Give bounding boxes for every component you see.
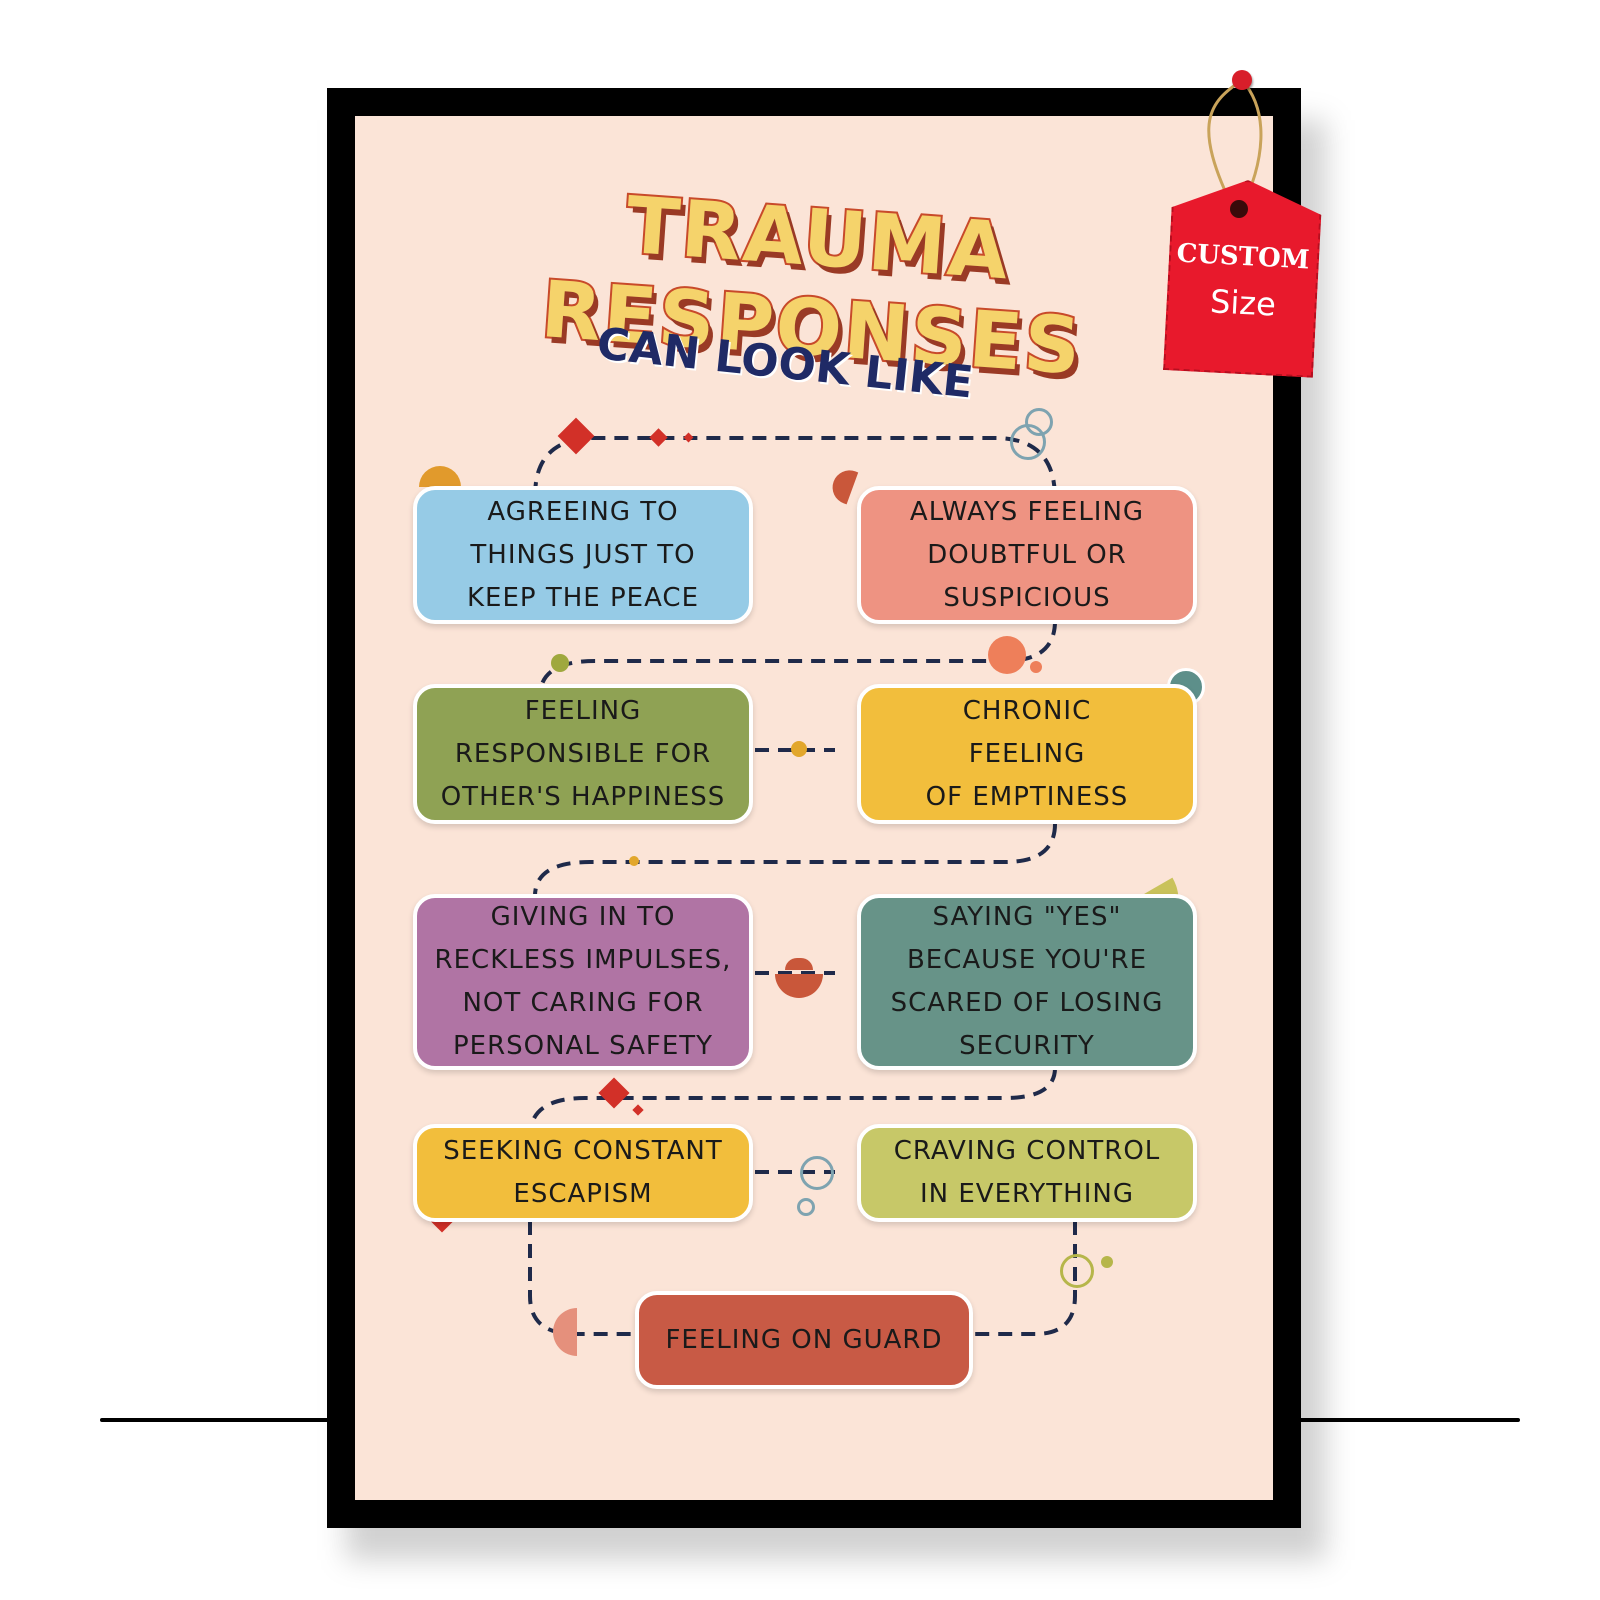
- tag-line-2: Size: [1209, 282, 1277, 324]
- half-circle-deco: [785, 958, 813, 970]
- pin-icon: [1232, 70, 1252, 90]
- ring-deco: [800, 1156, 834, 1190]
- ring-deco: [797, 1198, 815, 1216]
- ring-deco: [1025, 408, 1053, 436]
- response-text: FEELING RESPONSIBLE FOR OTHER'S HAPPINES…: [440, 695, 726, 812]
- custom-size-tag: CUSTOM Size: [1140, 62, 1340, 402]
- floor-shadow-right: [1290, 1418, 1520, 1422]
- circle-deco: [629, 856, 639, 866]
- response-text: ALWAYS FEELING DOUBTFUL OR SUSPICIOUS: [909, 496, 1145, 613]
- response-box-3: FEELING RESPONSIBLE FOR OTHER'S HAPPINES…: [413, 684, 753, 824]
- circle-deco: [1030, 661, 1042, 673]
- circle-deco: [1101, 1256, 1113, 1268]
- circle-deco: [988, 636, 1026, 674]
- response-text: GIVING IN TO RECKLESS IMPULSES, NOT CARI…: [434, 902, 732, 1061]
- tag-hole-icon: [1230, 200, 1248, 218]
- response-text: CHRONIC FEELING OF EMPTINESS: [925, 695, 1129, 812]
- ring-deco: [1060, 1254, 1094, 1288]
- circle-deco: [551, 654, 569, 672]
- response-box-1: AGREEING TO THINGS JUST TO KEEP THE PEAC…: [413, 486, 753, 624]
- half-circle-deco: [419, 466, 461, 487]
- response-text: FEELING ON GUARD: [665, 1324, 943, 1355]
- response-text: SAYING "YES" BECAUSE YOU'RE SCARED OF LO…: [890, 902, 1164, 1061]
- response-text: SEEKING CONSTANT ESCAPISM: [443, 1136, 723, 1209]
- poster: AGREEING TO THINGS JUST TO KEEP THE PEAC…: [355, 116, 1273, 1500]
- response-box-4: CHRONIC FEELING OF EMPTINESS: [857, 684, 1197, 824]
- response-text: AGREEING TO THINGS JUST TO KEEP THE PEAC…: [467, 496, 699, 613]
- response-box-7: SEEKING CONSTANT ESCAPISM: [413, 1124, 753, 1222]
- floor-shadow-left: [100, 1418, 340, 1422]
- response-box-9: FEELING ON GUARD: [635, 1291, 973, 1389]
- response-box-5: GIVING IN TO RECKLESS IMPULSES, NOT CARI…: [413, 894, 753, 1070]
- response-box-6: SAYING "YES" BECAUSE YOU'RE SCARED OF LO…: [857, 894, 1197, 1070]
- response-box-2: ALWAYS FEELING DOUBTFUL OR SUSPICIOUS: [857, 486, 1197, 624]
- response-text: CRAVING CONTROL IN EVERYTHING: [893, 1136, 1161, 1209]
- poster-frame: AGREEING TO THINGS JUST TO KEEP THE PEAC…: [327, 88, 1301, 1528]
- circle-deco: [791, 741, 807, 757]
- response-box-8: CRAVING CONTROL IN EVERYTHING: [857, 1124, 1197, 1222]
